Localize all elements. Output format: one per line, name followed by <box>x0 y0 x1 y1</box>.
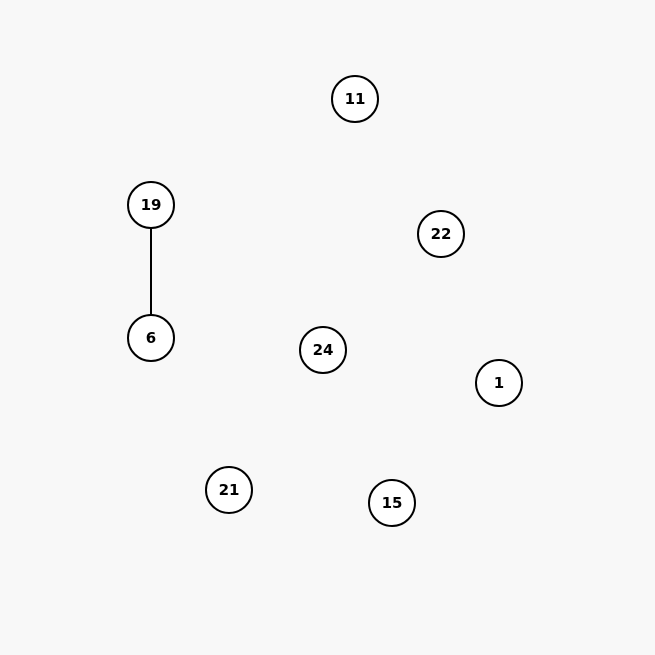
node-11[interactable]: 11 <box>331 75 379 123</box>
node-label: 24 <box>313 341 334 359</box>
node-label: 21 <box>219 481 240 499</box>
node-22[interactable]: 22 <box>417 210 465 258</box>
node-circle <box>331 75 379 123</box>
node-circle <box>127 314 175 362</box>
node-circle <box>417 210 465 258</box>
node-layer: 11 19 22 6 24 1 21 15 <box>127 75 523 527</box>
node-19[interactable]: 19 <box>127 181 175 229</box>
node-label: 1 <box>494 374 504 392</box>
node-15[interactable]: 15 <box>368 479 416 527</box>
node-label: 11 <box>345 90 366 108</box>
node-label: 22 <box>431 225 452 243</box>
node-circle <box>205 466 253 514</box>
node-circle <box>299 326 347 374</box>
node-label: 19 <box>141 196 162 214</box>
node-21[interactable]: 21 <box>205 466 253 514</box>
node-6[interactable]: 6 <box>127 314 175 362</box>
node-label: 6 <box>146 329 156 347</box>
node-circle <box>368 479 416 527</box>
node-label: 15 <box>382 494 403 512</box>
node-1[interactable]: 1 <box>475 359 523 407</box>
node-circle <box>127 181 175 229</box>
node-circle <box>475 359 523 407</box>
node-24[interactable]: 24 <box>299 326 347 374</box>
